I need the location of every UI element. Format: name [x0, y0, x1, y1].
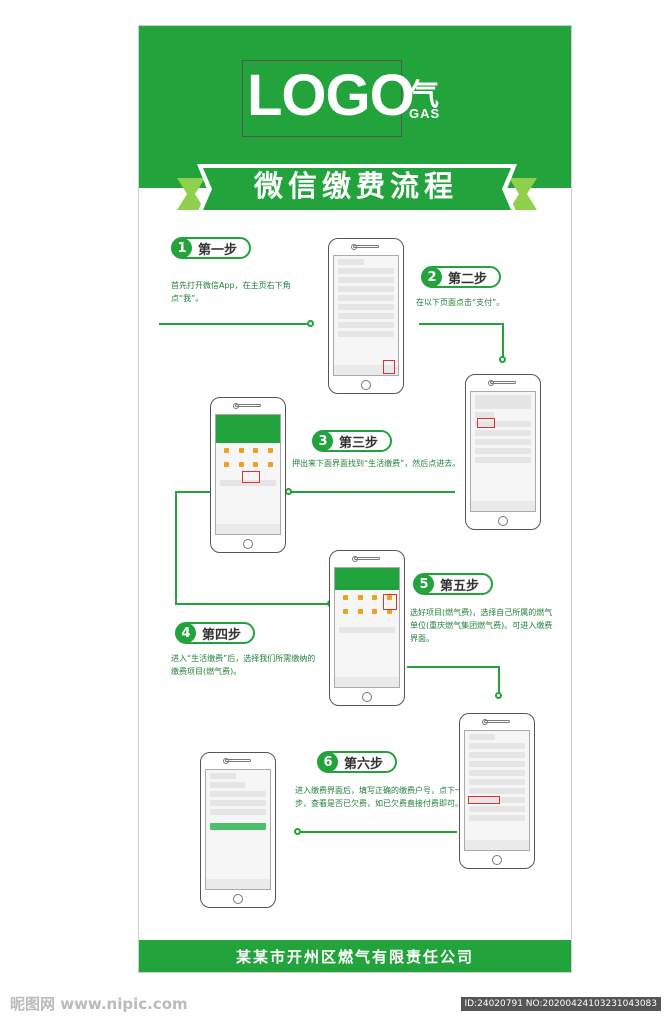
connector-dot [294, 828, 301, 835]
highlight-box [383, 360, 395, 374]
connector-line [419, 323, 503, 325]
title-ribbon [177, 164, 537, 214]
step-label: 第四步 [202, 627, 242, 643]
highlight-box [242, 471, 260, 483]
step-4-badge: 4 第四步 [175, 622, 256, 644]
connector-line [175, 491, 177, 604]
company-footer: 某某市开州区燃气有限责任公司 [139, 940, 571, 972]
watermark-id: ID:24020791 NO:20200424103231043083 [460, 997, 661, 1011]
connector-dot [495, 692, 502, 699]
phone-step-1 [328, 238, 404, 394]
connector-line [290, 491, 455, 493]
connector-dot [285, 488, 292, 495]
highlight-box [477, 418, 495, 428]
step-1-badge: 1 第一步 [171, 237, 252, 259]
phone-step-3 [210, 397, 286, 553]
phone-step-2 [465, 374, 541, 530]
step-number: 6 [318, 752, 338, 772]
company-name: 某某市开州区燃气有限责任公司 [235, 947, 474, 966]
connector-line [175, 491, 210, 493]
page-title: 微信缴费流程 [253, 169, 458, 203]
highlight-box [383, 594, 397, 610]
step-3-badge: 3 第三步 [312, 430, 393, 452]
step-2-desc: 在以下页面点击“支付”。 [416, 298, 505, 307]
connector-line [498, 666, 500, 694]
connector-line [297, 831, 457, 833]
highlight-box [468, 796, 500, 804]
header-band [139, 26, 571, 188]
step-number: 4 [176, 623, 196, 643]
step-5-desc: 选好项目(燃气费)，选择自己所属的燃气单位(重庆燃气集团燃气费)。可进入缴费界面… [410, 608, 553, 643]
logo-frame [242, 60, 402, 137]
connector-line [159, 323, 309, 325]
connector-line [502, 323, 504, 357]
phone-step-5 [459, 713, 535, 869]
phone-step-4 [329, 550, 405, 706]
step-label: 第五步 [440, 578, 480, 594]
phone-step-6 [200, 752, 276, 908]
connector-dot [307, 320, 314, 327]
watermark-site: 昵图网 www.nipic.com [10, 995, 188, 1013]
logo: LOGO [247, 63, 415, 128]
step-4-desc: 进入“生活缴费”后，选择我们所需缴纳的缴费项目(燃气费)。 [171, 654, 316, 676]
poster: LOGO 气 GAS 微信缴费流程 1 第一步 首先打开微信App，在主页右下角… [138, 25, 572, 973]
step-number: 1 [172, 238, 192, 258]
step-number: 3 [313, 431, 333, 451]
logo-gas: GAS [409, 106, 441, 121]
step-2-badge: 2 第二步 [421, 266, 502, 288]
step-number: 5 [414, 574, 434, 594]
connector-line [175, 603, 329, 605]
connector-dot [499, 356, 506, 363]
step-1-desc: 首先打开微信App，在主页右下角点“我”。 [171, 281, 291, 303]
step-label: 第一步 [198, 242, 238, 258]
step-label: 第六步 [344, 756, 384, 772]
step-3-desc: 押出来下面界面找到“生活缴费”，然后点进去。 [292, 459, 461, 468]
step-number: 2 [422, 267, 442, 287]
step-6-badge: 6 第六步 [317, 751, 398, 773]
connector-line [407, 666, 499, 668]
step-5-badge: 5 第五步 [413, 573, 494, 595]
step-6-desc: 进入缴费界面后，填写正确的缴费户号，点下一步，查看是否已欠费，如已欠费直接付费即… [295, 786, 463, 808]
step-label: 第二步 [448, 271, 488, 287]
logo-suffix: 气 [409, 78, 439, 113]
step-label: 第三步 [339, 435, 379, 451]
